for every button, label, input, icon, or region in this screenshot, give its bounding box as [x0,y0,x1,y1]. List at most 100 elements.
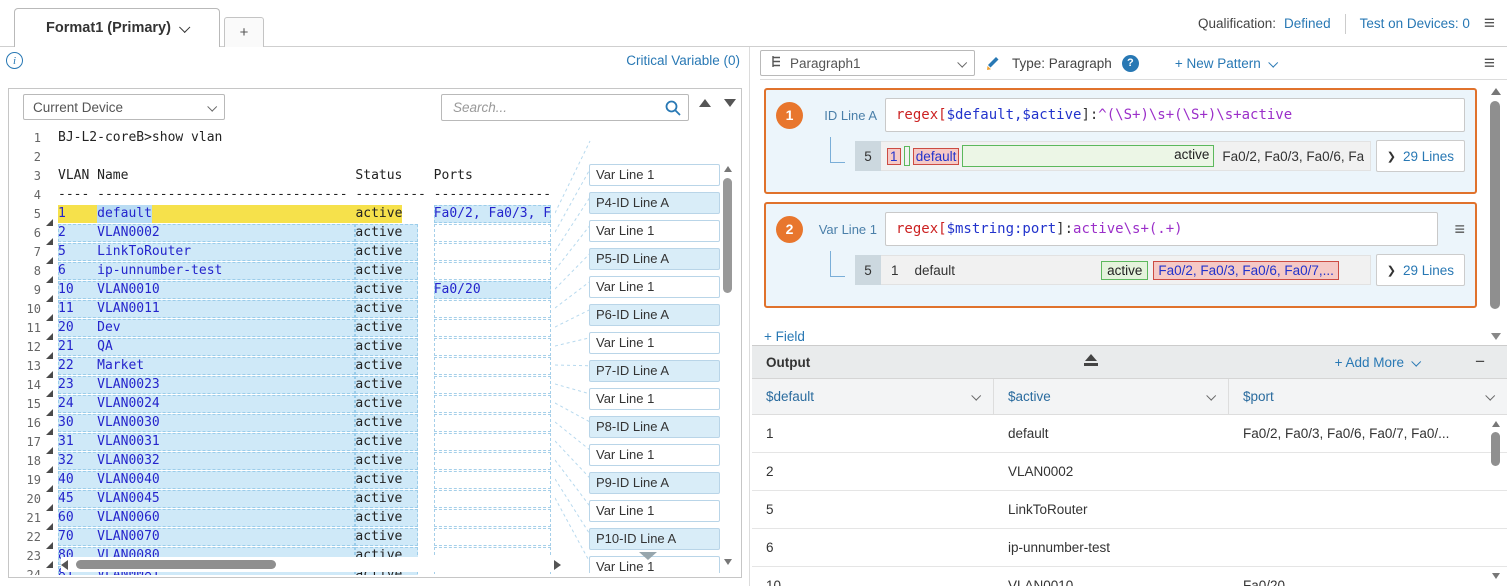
find-next-button[interactable] [724,99,736,107]
scroll-down-icon[interactable] [724,559,732,565]
collapse-panel-icon[interactable] [1084,354,1099,366]
help-icon[interactable]: ? [1121,54,1139,72]
scrollbar-thumb[interactable] [1490,101,1500,309]
pattern-label-item[interactable]: Var Line 1 [589,444,720,466]
critical-variable-link[interactable]: Critical Variable (0) [626,53,740,68]
new-pattern-button[interactable]: + New Pattern [1175,56,1278,71]
chevron-down-icon [1411,356,1422,367]
menu-icon[interactable]: ≡ [1483,13,1495,34]
expand-lines-button[interactable]: ❯29 Lines [1375,254,1465,286]
edit-pencil-icon[interactable] [985,55,1002,72]
scroll-left-icon[interactable] [61,559,68,570]
pattern-label-item[interactable]: Var Line 1 [589,500,720,522]
code-line[interactable]: 2 [11,147,563,166]
labels-scrollbar[interactable] [722,166,734,565]
output-column-header[interactable]: $port [1229,379,1507,414]
chevron-down-icon [1485,390,1496,401]
scroll-down-icon[interactable] [1492,573,1500,579]
find-previous-button[interactable] [699,99,711,107]
pattern-label-item[interactable]: Var Line 1 [589,332,720,354]
code-text: 31 VLAN0031 active [58,432,552,451]
scroll-right-icon[interactable] [554,559,561,570]
pattern-label-item[interactable]: P7-ID Line A [589,360,720,382]
output-table-cell: 1 [766,426,774,441]
pattern-label-item[interactable]: Var Line 1 [589,388,720,410]
scroll-up-icon[interactable] [724,166,732,172]
scrollbar-thumb[interactable] [76,560,276,569]
scroll-up-icon[interactable] [1492,421,1500,427]
device-select[interactable]: Current Device [23,94,225,120]
pattern-label-item[interactable]: Var Line 1 [589,556,720,573]
line-number: 13 [26,358,41,373]
pattern-label-item[interactable]: P5-ID Line A [589,248,720,270]
add-more-button[interactable]: + Add More [1335,355,1422,370]
info-icon[interactable]: i [6,52,23,69]
add-format-tab-button[interactable]: + [224,17,264,47]
editor-horizontal-scrollbar[interactable] [61,557,561,572]
scrollbar-thumb[interactable] [1491,432,1500,466]
code-line[interactable]: 4---- -------------------------------- -… [11,185,563,204]
minimize-output-button[interactable]: − [1475,352,1485,371]
pattern-label-item[interactable]: Var Line 1 [589,276,720,298]
scroll-down-icon[interactable] [1491,333,1501,340]
paragraph-select[interactable]: Paragraph1 [760,50,975,76]
pattern-menu-icon[interactable]: ≡ [1454,218,1465,239]
pattern-label-item[interactable]: P4-ID Line A [589,192,720,214]
labels-scroll-down-icon[interactable] [639,552,657,575]
output-column-header[interactable]: $default [752,379,994,414]
menu-icon[interactable]: ≡ [1483,52,1495,74]
scroll-up-icon[interactable] [1491,88,1501,95]
tab-format1[interactable]: Format1 (Primary) [14,8,220,47]
pattern-scrollbar[interactable] [1489,88,1502,340]
search-icon[interactable] [664,99,682,117]
test-on-devices-link[interactable]: Test on Devices: 0 [1359,16,1470,31]
chevron-down-icon [1206,390,1217,401]
scrollbar-thumb[interactable] [723,178,732,293]
pattern-label-item[interactable]: P9-ID Line A [589,472,720,494]
pattern-label-item[interactable]: P8-ID Line A [589,416,720,438]
pattern-label-item[interactable]: P10-ID Line A [589,528,720,550]
regex-input[interactable]: regex[$mstring:port]:active\s+(.+) [885,212,1439,246]
search-input[interactable] [451,99,664,116]
code-segment: active [355,470,419,489]
pattern-label-item[interactable]: Var Line 1 [589,164,720,186]
output-scrollbar[interactable] [1490,421,1502,579]
regex-input[interactable]: regex[$default,$active]:^(\S+)\s+(\S+)\s… [885,98,1465,132]
code-segment: 20 Dev [58,318,356,337]
add-field-link[interactable]: + Field [764,329,805,344]
pattern-label-item[interactable]: Var Line 1 [589,220,720,242]
output-column-header[interactable]: $active [994,379,1229,414]
expand-lines-button[interactable]: ❯29 Lines [1375,140,1465,172]
qualification-value-link[interactable]: Defined [1284,16,1331,31]
code-segment: 5 LinkToRouter [58,242,356,261]
pattern-label-item[interactable]: P6-ID Line A [589,304,720,326]
line-number: 11 [26,320,41,335]
code-text: 21 QA active [58,337,552,356]
